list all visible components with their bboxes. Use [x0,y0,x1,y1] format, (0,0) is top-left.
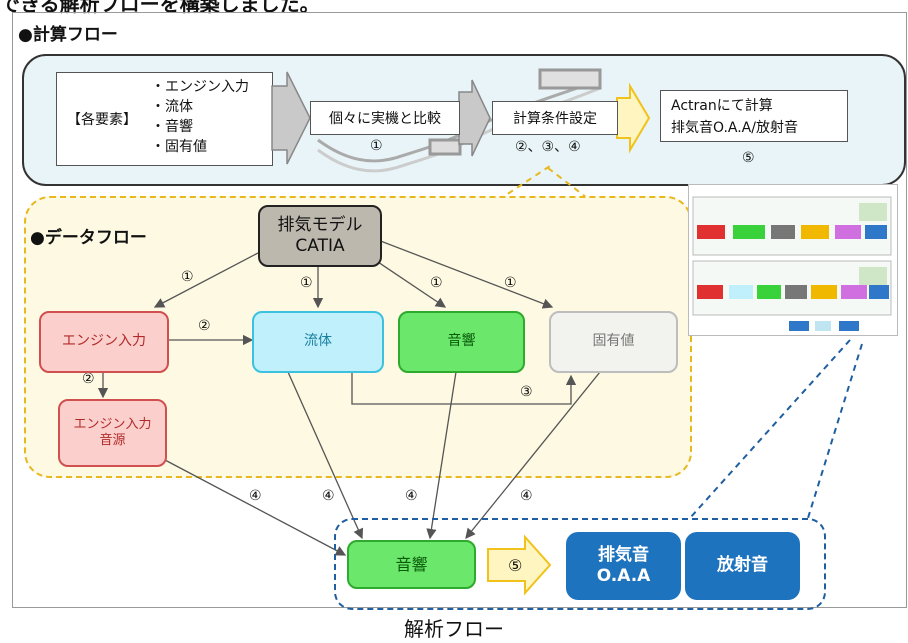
element-item: ・流体 [151,99,193,115]
label-model-fluid: ① [300,275,313,291]
mini-diagram-thumbnail [688,184,898,336]
label-engine-fluid: ② [198,318,211,334]
exhaust-oaa-node: 排気音 O.A.A [566,532,681,600]
gray-arrow-1 [271,71,311,165]
elements-list: ・エンジン入力 ・流体 ・音響 ・固有値 [151,77,249,157]
label-engine-source: ② [82,371,95,387]
step1-number: ① [370,138,383,154]
output-acoustic-node: 音響 [347,540,476,589]
step2-number: ②、③、④ [515,139,581,155]
data-flow-title: ●データフロー [30,228,147,248]
label-acoustic-output: ④ [405,488,418,504]
model-node: 排気モデル CATIA [258,205,382,267]
label-model-acoustic: ① [430,275,443,291]
calc-flow-title: ●計算フロー [18,25,118,45]
label-source-output: ④ [249,488,262,504]
output-panel [334,518,826,610]
acoustic-node: 音響 [398,311,525,373]
radiation-node: 放射音 [685,532,800,600]
elements-label: 【各要素】 [67,112,137,128]
element-item: ・固有値 [151,139,207,155]
label-eigen-output: ④ [520,488,533,504]
output-step-number: ⑤ [508,556,523,575]
compare-step-box: 個々に実機と比較 [310,101,460,135]
label-model-engine: ① [181,269,194,285]
gray-arrow-2 [458,79,491,157]
mini-diagram-graphic [692,196,892,331]
actran-line2: 排気音O.A.A/放射音 [671,120,798,136]
element-item: ・音響 [151,119,193,135]
engine-source-node: エンジン入力 音源 [58,399,167,467]
fluid-node: 流体 [252,311,384,373]
condition-step-box: 計算条件設定 [492,101,618,135]
actran-step-box: Actranにて計算 排気音O.A.A/放射音 [660,90,848,142]
step3-number: ⑤ [742,150,755,166]
label-model-eigen: ① [504,275,517,291]
engine-input-node: エンジン入力 [39,311,169,373]
element-item: ・エンジン入力 [151,79,249,95]
eigen-node: 固有値 [549,311,678,373]
yellow-arrow [616,82,651,154]
figure-caption: 解析フロー [404,617,504,641]
label-fluid-eigen: ③ [520,384,533,400]
figure-frame [12,12,907,608]
actran-line1: Actranにて計算 [671,98,773,114]
label-fluid-output: ④ [322,488,335,504]
